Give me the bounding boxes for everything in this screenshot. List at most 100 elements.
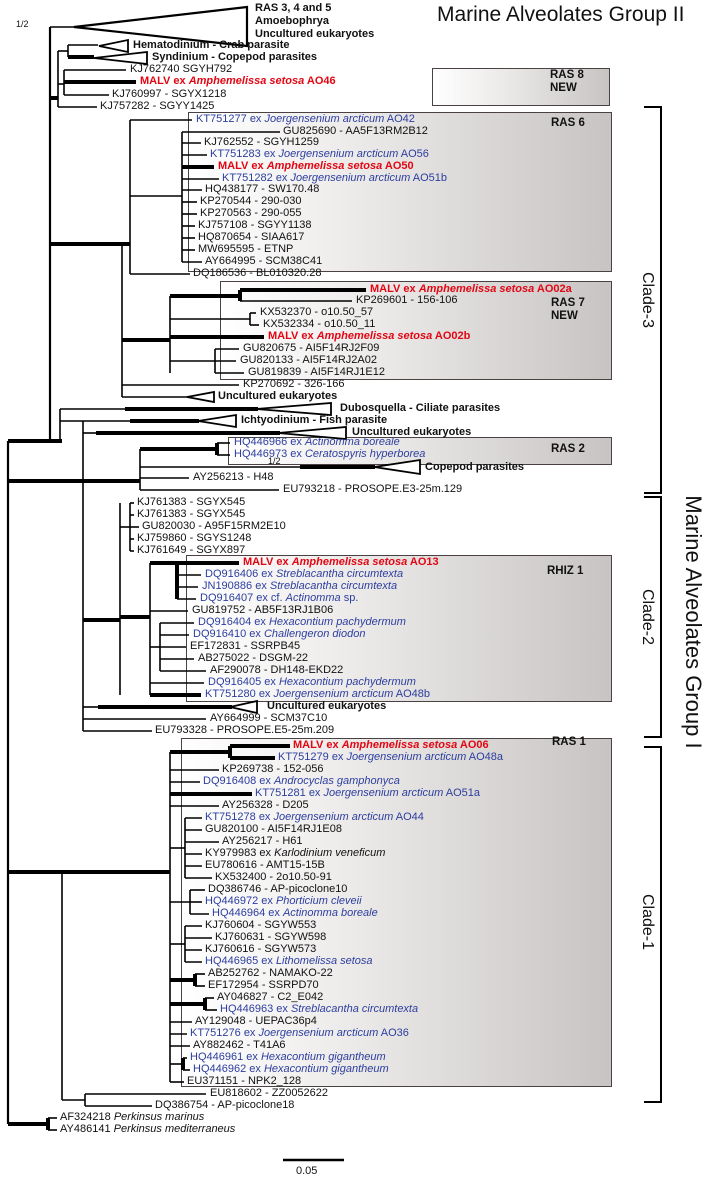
taxon-label-24: KP269601 - 156-106 bbox=[356, 294, 458, 306]
taxon-label-85: KT751276 ex Joergensenium arcticum AO36 bbox=[190, 1027, 409, 1039]
taxon-label-20: MW695595 - ETNP bbox=[198, 243, 294, 255]
taxon-label-39: AY256213 - H48 bbox=[193, 471, 274, 483]
taxon-label-14: KT751282 ex Joergensenium arcticum AO51b bbox=[222, 172, 448, 184]
taxon-label-2: Uncultured eukaryotes bbox=[255, 28, 375, 40]
taxon-label-29: GU820133 - AI5F14RJ2A02 bbox=[240, 354, 377, 366]
taxon-label-4: Syndinium - Copepod parasites bbox=[152, 51, 318, 63]
collapsed-triangle-uncultured-eukaryotes-collapsed-1 bbox=[186, 390, 215, 404]
collapsed-triangle-uncultured-eukaryotes-collapsed-2 bbox=[277, 426, 347, 440]
taxon-label-91: DQ386754 - AP-picoclone18 bbox=[155, 1099, 295, 1111]
taxon-label-12: KT751283 ex Joergensenium arcticum AO56 bbox=[210, 148, 429, 160]
collapsed-triangle-hematodinium-collapsed bbox=[98, 38, 129, 54]
taxon-label-6: MALV ex Amphemelissa setosa AO46 bbox=[140, 75, 336, 87]
taxon-label-9: KT751277 ex Joergensenium arcticum AO42 bbox=[196, 113, 415, 125]
group-box-label-ras1-0: RAS 1 bbox=[552, 736, 586, 748]
taxon-label-65: KT751281 ex Joergensenium arcticum AO51a bbox=[255, 787, 481, 799]
taxon-label-45: KJ761649 - SGYX897 bbox=[137, 544, 246, 556]
taxon-label-26: KX532334 - o10.50_11 bbox=[263, 318, 376, 330]
group2-title: Marine Alveolates Group II bbox=[437, 3, 685, 26]
clade-bracket-clade-3 bbox=[644, 106, 662, 494]
taxon-label-70: KY979983 ex Karlodinium veneficum bbox=[205, 847, 386, 859]
group1-title: Marine Alveolates Group I bbox=[681, 495, 706, 749]
taxon-label-13: MALV ex Amphemelissa setosa AO50 bbox=[218, 160, 414, 172]
taxon-label-43: GU820030 - A95F15RM2E10 bbox=[142, 520, 286, 532]
taxon-label-80: AB252762 - NAMAKO-22 bbox=[208, 967, 333, 979]
taxon-label-46: MALV ex Amphemelissa setosa AO13 bbox=[243, 556, 439, 568]
taxon-label-17: KP270563 - 290-055 bbox=[200, 207, 302, 219]
taxon-label-74: HQ446972 ex Phorticium cleveii bbox=[205, 895, 362, 907]
taxon-label-79: HQ446965 ex Lithomelissa setosa bbox=[205, 955, 373, 967]
taxon-label-11: KJ762552 - SGYH1259 bbox=[204, 136, 319, 148]
taxon-label-0: RAS 3, 4 and 5 bbox=[255, 2, 332, 14]
group-box-ras8 bbox=[432, 68, 610, 106]
taxon-label-54: AB275022 - DSGM-22 bbox=[198, 652, 309, 664]
taxon-label-3: Hematodinium - Crab parasite bbox=[133, 39, 290, 51]
group-box-label-rhiz1-0: RHIZ 1 bbox=[547, 565, 584, 577]
support-value-0: 1/2 bbox=[16, 19, 29, 29]
taxon-label-60: EU793328 - PROSOPE.E5-25m.209 bbox=[155, 724, 335, 736]
taxon-label-42: KJ761383 - SGYX545 bbox=[137, 508, 246, 520]
taxon-label-16: KP270544 - 290-030 bbox=[200, 195, 302, 207]
taxon-label-5: KJ762740 SGYH792 bbox=[130, 63, 233, 75]
taxon-label-71: EU780616 - AMT15-15B bbox=[205, 859, 325, 871]
taxon-label-61: MALV ex Amphemelissa setosa AO06 bbox=[293, 739, 489, 751]
taxon-label-89: EU371151 - NPK2_128 bbox=[187, 1075, 302, 1087]
taxon-label-55: AF290078 - DH148-EKD22 bbox=[210, 664, 344, 676]
taxon-label-50: GU819752 - AB5F13RJ1B06 bbox=[192, 604, 334, 616]
taxon-label-66: AY256328 - D205 bbox=[222, 799, 309, 811]
taxon-label-23: MALV ex Amphemelissa setosa AO02a bbox=[370, 283, 572, 295]
taxon-label-31: KP270692 - 326-166 bbox=[243, 378, 345, 390]
taxon-label-77: KJ760631 - SGYW598 bbox=[215, 931, 327, 943]
group-box-ras7 bbox=[220, 281, 612, 380]
taxon-label-52: DQ916410 ex Challengeron diodon bbox=[193, 628, 366, 640]
taxon-label-93: AY486141 Perkinsus mediterraneus bbox=[60, 1123, 236, 1135]
taxon-label-36: HQ446966 ex Actinomma boreale bbox=[234, 436, 400, 448]
taxon-label-87: HQ446961 ex Hexacontium gigantheum bbox=[190, 1051, 386, 1063]
clade-bracket-clade-2 bbox=[644, 496, 662, 738]
taxon-label-49: DQ916407 ex cf. Actinomma sp. bbox=[200, 592, 359, 604]
taxon-label-8: KJ757282 - SGYY1425 bbox=[100, 100, 215, 112]
taxon-label-88: HQ446962 ex Hexacontium gigantheum bbox=[193, 1063, 389, 1075]
taxon-label-59: AY664999 - SCM37C10 bbox=[210, 712, 328, 724]
taxon-label-28: GU820675 - AI5F14RJ2F09 bbox=[243, 342, 380, 354]
scale-bar-label: 0.05 bbox=[296, 1165, 318, 1177]
taxon-label-7: KJ760997 - SGYX1218 bbox=[112, 88, 227, 100]
taxon-label-19: HQ870654 - SIAA617 bbox=[198, 231, 305, 243]
taxon-label-10: GU825690 - AA5F13RM2B12 bbox=[283, 125, 428, 137]
taxon-label-69: AY256217 - H61 bbox=[222, 835, 303, 847]
group-box-label-ras8-0: RAS 8 bbox=[550, 69, 584, 81]
collapsed-triangle-copepod-parasites-collapsed bbox=[373, 458, 421, 476]
taxon-label-56: DQ916405 ex Hexacontium pachydermum bbox=[208, 676, 416, 688]
taxon-label-75: HQ446964 ex Actinomma boreale bbox=[212, 907, 378, 919]
taxon-label-25: KX532370 - o10.50_57 bbox=[260, 306, 374, 318]
taxon-label-68: GU820100 - AI5F14RJ1E08 bbox=[205, 823, 342, 835]
taxon-label-30: GU819839 - AI5F14RJ1E12 bbox=[248, 366, 385, 378]
collapsed-triangle-ras345-amoebophrya-collapsed bbox=[73, 5, 249, 48]
taxon-label-83: HQ446963 ex Streblacantha circumtexta bbox=[220, 1003, 419, 1015]
taxon-label-63: KP269738 - 152-056 bbox=[222, 763, 324, 775]
taxon-label-53: EF172831 - SSRPB45 bbox=[190, 640, 301, 652]
group-box-rhiz1 bbox=[186, 555, 612, 702]
taxon-label-72: KX532400 - 2o10.50-91 bbox=[215, 871, 332, 883]
taxon-label-21: AY664995 - SCM38C41 bbox=[205, 255, 323, 267]
taxon-label-73: DQ386746 - AP-picoclone10 bbox=[208, 883, 348, 895]
taxon-label-33: Dubosquella - Ciliate parasites bbox=[340, 402, 501, 414]
clade-bracket-clade-1 bbox=[644, 746, 662, 1103]
collapsed-triangle-dubosquella-collapsed bbox=[255, 402, 332, 416]
taxon-label-51: DQ916404 ex Hexacontium pachydermum bbox=[198, 616, 406, 628]
group-box-label-ras6-0: RAS 6 bbox=[551, 117, 585, 129]
group-box-label-ras8-1: NEW bbox=[550, 82, 577, 94]
taxon-label-57: KT751280 ex Joergensenium arcticum AO48b bbox=[205, 688, 431, 700]
collapsed-triangle-uncultured-eukaryotes-collapsed-3 bbox=[229, 699, 258, 715]
collapsed-triangle-ichtyodinium-collapsed bbox=[197, 413, 237, 429]
taxon-label-90: EU818602 - ZZ0052622 bbox=[210, 1087, 329, 1099]
group-box-label-ras7-0: RAS 7 bbox=[551, 297, 585, 309]
taxon-label-67: KT751278 ex Joergensenium arcticum AO44 bbox=[205, 811, 424, 823]
taxon-label-48: JN190886 ex Streblacantha circumtexta bbox=[202, 580, 398, 592]
taxon-label-35: Uncultured eukaryotes bbox=[352, 426, 472, 438]
taxon-label-34: Ichtyodinium - Fish parasite bbox=[241, 414, 388, 426]
support-value-1: 1/2 bbox=[268, 456, 281, 466]
